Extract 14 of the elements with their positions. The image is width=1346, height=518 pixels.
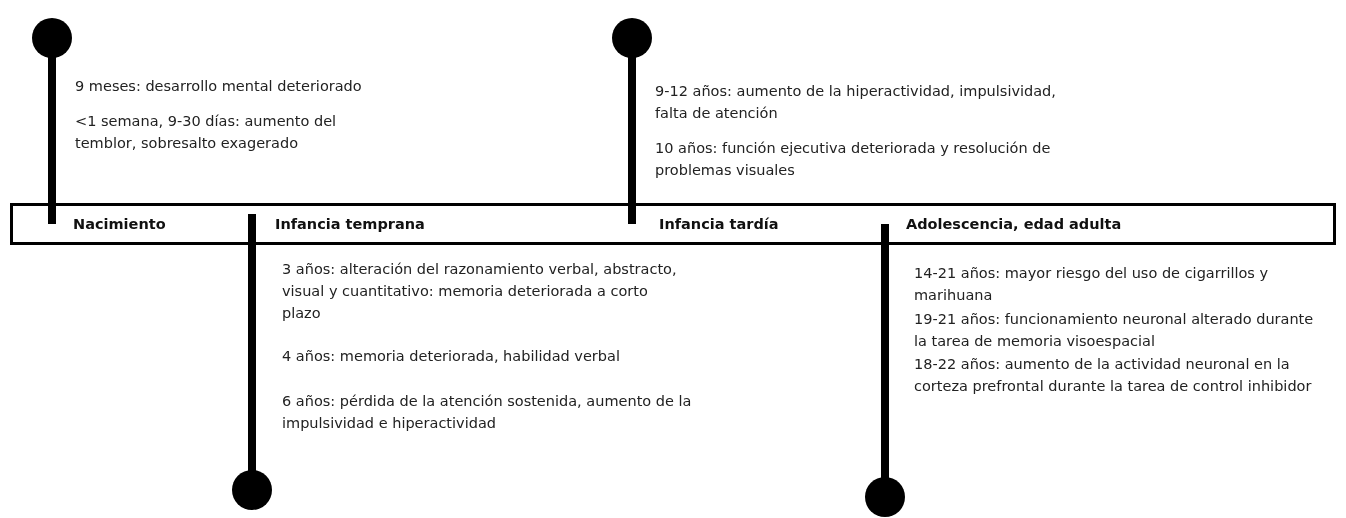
stage-label: Adolescencia, edad adulta	[906, 216, 1122, 232]
stage-label: Nacimiento	[73, 216, 166, 232]
stage-label: Infancia temprana	[275, 216, 425, 232]
event-note: 10 años: función ejecutiva deteriorada y resolución de problemas visuales	[655, 139, 1052, 180]
event-note: 6 años: pérdida de la atención sostenida, aumento de la impulsividad e hiperactividad	[282, 392, 693, 433]
event-note: 19-21 años: funcionamiento neuronal alterado durante la tarea de memoria visoespacial	[914, 310, 1314, 351]
event-note: 9-12 años: aumento de la hiperactividad, impulsividad, falta de atención	[655, 82, 1057, 123]
event-note: 14-21 años: mayor riesgo del uso de cigarrillos y marihuana	[914, 264, 1270, 305]
stage-label: Infancia tardía	[659, 216, 779, 232]
event-note: 9 meses: desarrollo mental deteriorado	[75, 77, 363, 96]
event-note: <1 semana, 9-30 días: aumento del temblor, sobresalto exagerado	[75, 112, 338, 153]
event-note: 3 años: alteración del razonamiento verbal, abstracto, visual y cuantitativo: memoria deteriorada a corto plazo	[282, 260, 678, 323]
event-note: 18-22 años: aumento de la actividad neuronal en la corteza prefrontal durante la tarea de control inhibidor	[914, 355, 1313, 396]
event-note: 4 años: memoria deteriorada, habilidad verbal	[282, 347, 621, 366]
